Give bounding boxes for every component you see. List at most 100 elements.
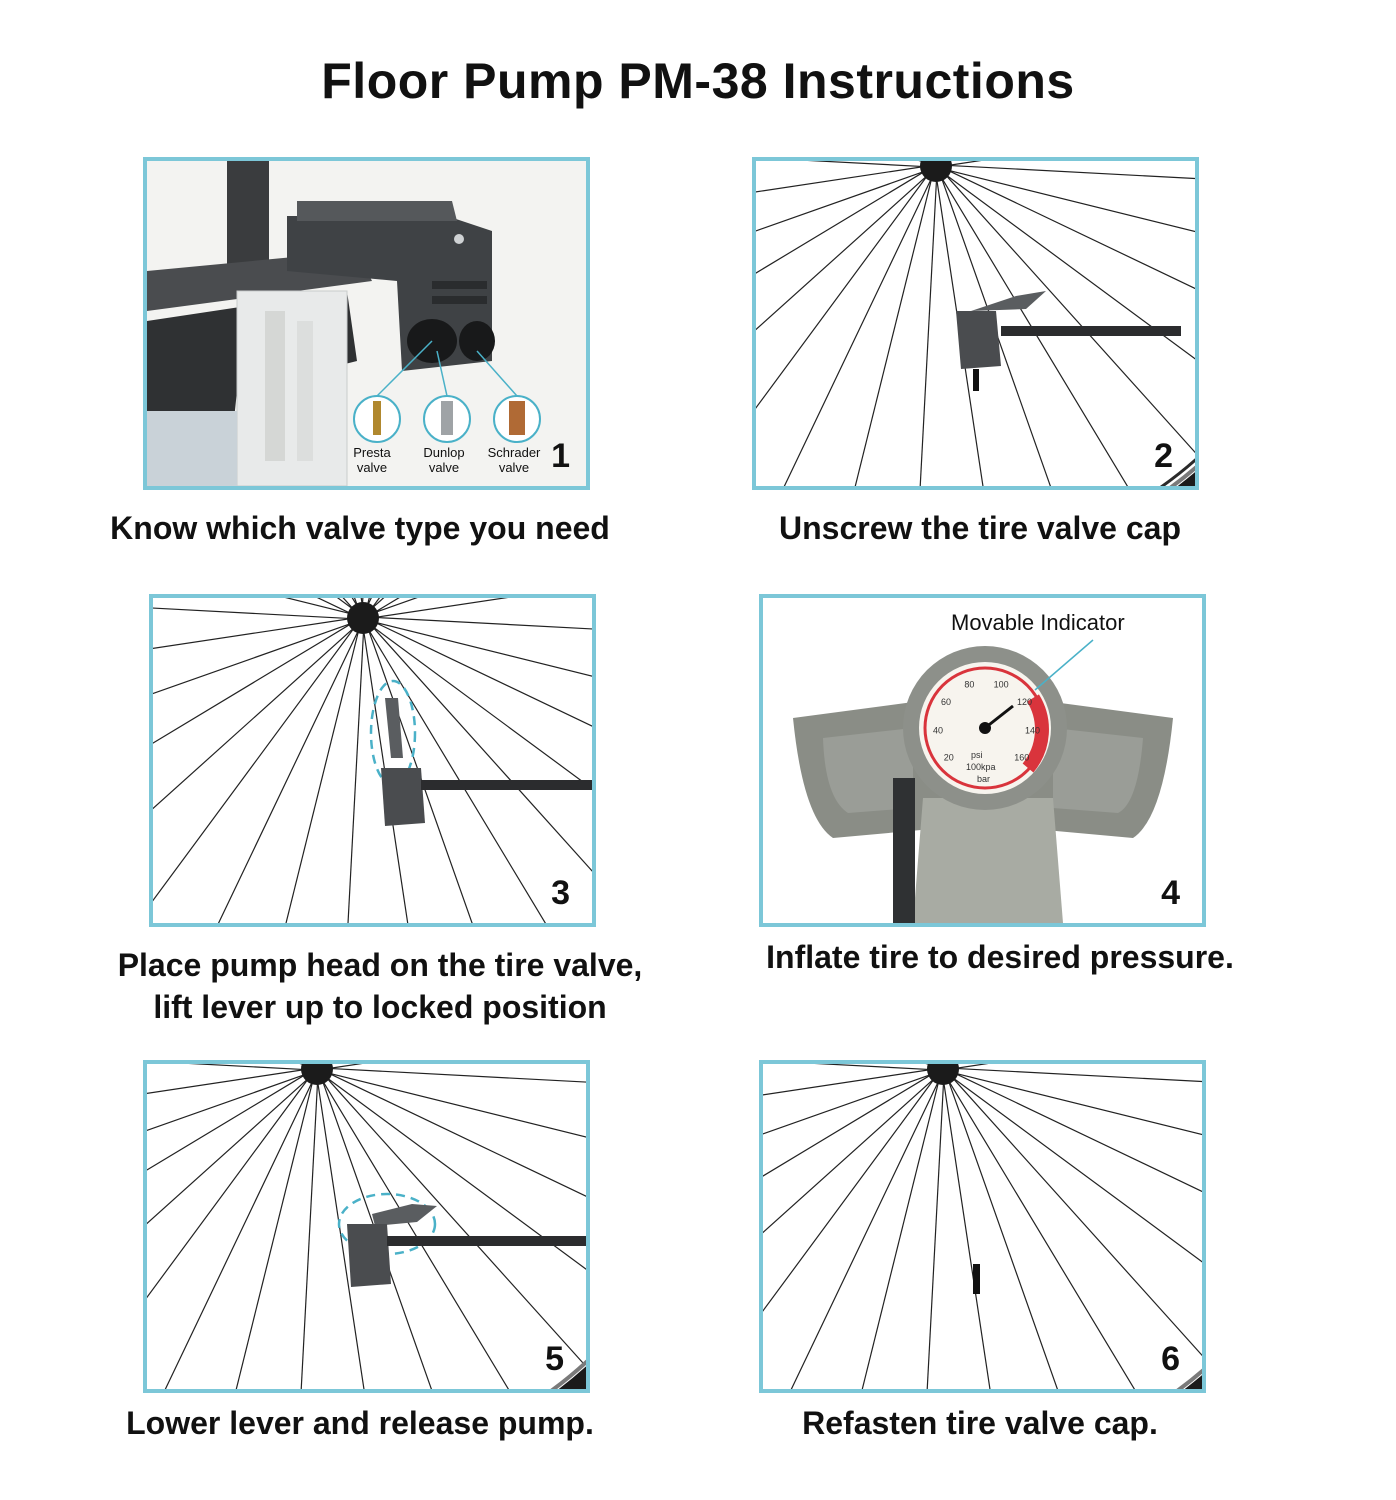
wheel-spoke — [942, 172, 1195, 360]
gauge-tick-label: 80 — [964, 679, 974, 689]
wheel-spoke — [153, 621, 355, 695]
wheel-spoke — [756, 169, 928, 232]
wheel-spoke — [945, 168, 1195, 290]
wheel-spoke — [763, 1075, 937, 1312]
wheel-spoke — [326, 1071, 586, 1197]
gauge-psi-label: psi — [971, 750, 983, 760]
step-number: 1 — [551, 437, 570, 475]
wheel-spoke — [756, 169, 928, 274]
wheel-spoke — [372, 616, 592, 630]
wheel-with-pump-head-lever-up-illustration — [153, 598, 592, 923]
step-number: 3 — [551, 874, 570, 912]
wheel-spoke — [763, 1072, 935, 1177]
wheel-spoke — [366, 626, 546, 923]
wheel-spoke — [919, 175, 938, 486]
wheel-spoke — [952, 1064, 989, 1070]
wheel-spoke — [285, 598, 354, 616]
wheel-spoke — [325, 1064, 330, 1066]
wheel-spoke — [147, 1075, 311, 1299]
wheel-spoke — [945, 161, 982, 167]
wheel-spoke — [814, 1064, 934, 1071]
wheel-spoke — [951, 1064, 956, 1066]
wheel-spoke — [939, 174, 1129, 486]
step-number: 5 — [545, 1340, 564, 1378]
wheel-spoke — [943, 172, 1195, 454]
wheel-spoke — [926, 1078, 945, 1389]
gauge-kpa-label: 100kpa — [966, 762, 996, 772]
wheel-spoke — [756, 172, 930, 409]
wheel-spoke — [945, 164, 1195, 180]
step-number: 6 — [1161, 1340, 1180, 1378]
wheel-with-pump-head-lever-down-illustration — [147, 1064, 586, 1389]
wheel-spoke — [371, 598, 418, 615]
wheel-spoke — [370, 624, 592, 872]
step-3-caption-line1: Place pump head on the tire valve, — [117, 947, 643, 983]
wheel-spoke — [326, 1067, 586, 1083]
wheel-spoke — [366, 626, 473, 923]
pump-head-closeup-illustration — [147, 161, 586, 486]
step-number: 2 — [1154, 437, 1173, 475]
step-5-panel: 5 — [143, 1060, 590, 1393]
wheel-spoke — [153, 625, 357, 810]
step-number: 4 — [1161, 874, 1180, 912]
wheel-spoke — [949, 1075, 1202, 1263]
gauge-tick-label: 60 — [941, 697, 951, 707]
wheel-spoke — [369, 598, 385, 611]
wheel-spoke — [756, 173, 930, 331]
wheel-spoke — [153, 607, 354, 620]
step-6-panel: 6 — [759, 1060, 1206, 1393]
wheel-spoke — [807, 161, 927, 168]
wheel-spoke — [217, 627, 361, 923]
gauge-tick-label: 140 — [1025, 725, 1040, 735]
step-1-caption: Know which valve type you need — [110, 510, 610, 546]
wheel-spoke — [285, 627, 361, 923]
wheel-spoke — [952, 1071, 1202, 1193]
step-3-panel: 3 — [149, 594, 596, 927]
wheel-spoke — [323, 1075, 586, 1270]
wheel-spoke — [326, 1071, 586, 1138]
wheel-spoke — [164, 1078, 315, 1389]
wheel-spoke — [945, 168, 1195, 233]
wheel-spoke — [326, 1064, 363, 1070]
step-3-caption-line2: lift lever up to locked position — [153, 989, 607, 1025]
step-3-caption: Place pump head on the tire valve, lift … — [60, 944, 700, 1028]
wheel-spoke — [939, 174, 1051, 486]
wheel-spoke — [861, 1078, 941, 1389]
wheel-spoke — [369, 598, 381, 612]
wheel-with-pump-head-illustration — [756, 161, 1195, 486]
wheel-spoke — [325, 1064, 329, 1066]
wheel-spoke — [952, 1067, 1202, 1083]
wheel-spoke — [147, 1072, 309, 1131]
step-6-caption: Refasten tire valve cap. — [802, 1405, 1158, 1441]
wheel-spoke — [763, 1072, 935, 1135]
wheel-spoke — [324, 1075, 584, 1364]
gauge-tick-label: 100 — [994, 679, 1009, 689]
wheel-spoke — [235, 1078, 315, 1389]
wheel-spoke — [369, 624, 592, 790]
gauge-tick-label: 40 — [933, 725, 943, 735]
step-2-caption: Unscrew the tire valve cap — [779, 510, 1181, 546]
wheel-spoke — [951, 1064, 955, 1066]
wheel-spoke — [147, 1068, 308, 1094]
wheel-spoke — [763, 1076, 937, 1234]
movable-indicator-label: Movable Indicator — [951, 610, 1125, 635]
step-5-caption: Lower lever and release pump. — [126, 1405, 594, 1441]
wheel-spoke — [942, 1078, 991, 1389]
page-title: Floor Pump PM-38 Instructions — [321, 53, 1075, 109]
wheel-spoke — [783, 175, 934, 486]
wheel-spoke — [147, 1072, 309, 1171]
wheel-spoke — [946, 1077, 1058, 1389]
wheel-spoke — [946, 1077, 1136, 1389]
wheel-spoke — [944, 161, 948, 163]
wheel-spoke — [372, 598, 509, 619]
wheel-spoke — [153, 617, 354, 649]
step-2-panel: 2 — [752, 157, 1199, 490]
step-4-caption: Inflate tire to desired pressure. — [766, 939, 1234, 975]
wheel-spoke — [188, 1064, 308, 1071]
gauge-tick-label: 160 — [1014, 753, 1029, 763]
wheel-spoke — [854, 175, 934, 486]
wheel-spoke — [790, 1078, 941, 1389]
